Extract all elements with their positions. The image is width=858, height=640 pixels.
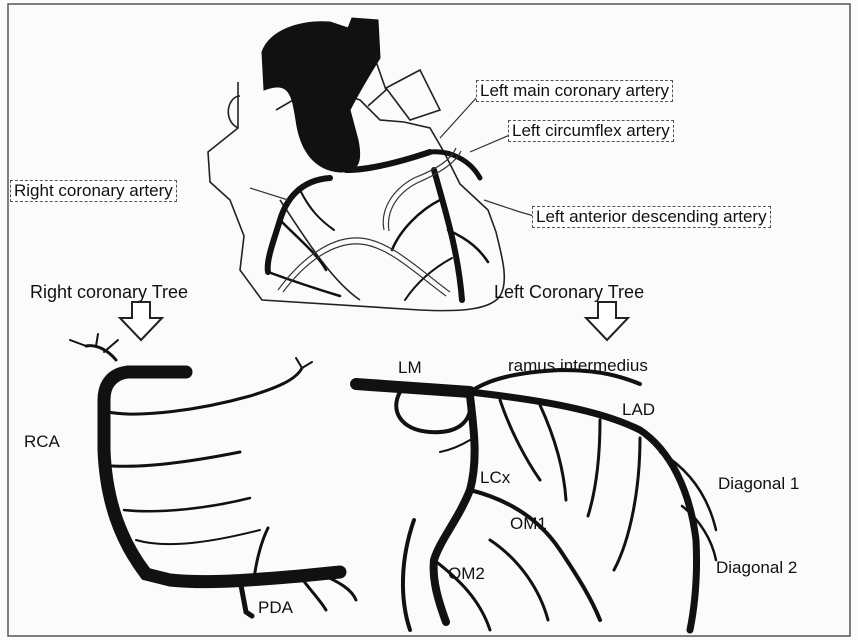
label-diagonal-2: Diagonal 2 <box>716 558 797 578</box>
label-ramus-intermedius: ramus intermedius <box>508 356 648 376</box>
atrial-appendage <box>386 70 440 120</box>
left-coronary-tree <box>356 370 716 630</box>
label-lm: LM <box>398 358 422 378</box>
left-tree-arrow <box>586 302 628 340</box>
om1-branch <box>470 490 600 620</box>
label-om2: OM2 <box>448 564 485 584</box>
label-rca: RCA <box>24 432 60 452</box>
label-lad: LAD <box>622 400 655 420</box>
right-tree-arrow <box>120 302 162 340</box>
lm-main <box>356 384 470 392</box>
right-coronary-tree <box>70 334 356 616</box>
label-left-main-coronary-artery: Left main coronary artery <box>476 80 673 102</box>
lad-main <box>470 392 697 630</box>
label-left-anterior-descending-artery: Left anterior descending artery <box>532 206 771 228</box>
label-left-circumflex-artery: Left circumflex artery <box>508 120 674 142</box>
label-om1: OM1 <box>510 514 547 534</box>
label-diagonal-1: Diagonal 1 <box>718 474 799 494</box>
title-right-coronary-tree: Right coronary Tree <box>30 282 188 302</box>
aorta <box>262 18 380 172</box>
label-pda: PDA <box>258 598 293 618</box>
label-right-coronary-artery: Right coronary artery <box>10 180 177 202</box>
label-lcx: LCx <box>480 468 510 488</box>
title-left-coronary-tree: Left Coronary Tree <box>494 282 644 302</box>
right-coronary-artery <box>268 178 330 272</box>
